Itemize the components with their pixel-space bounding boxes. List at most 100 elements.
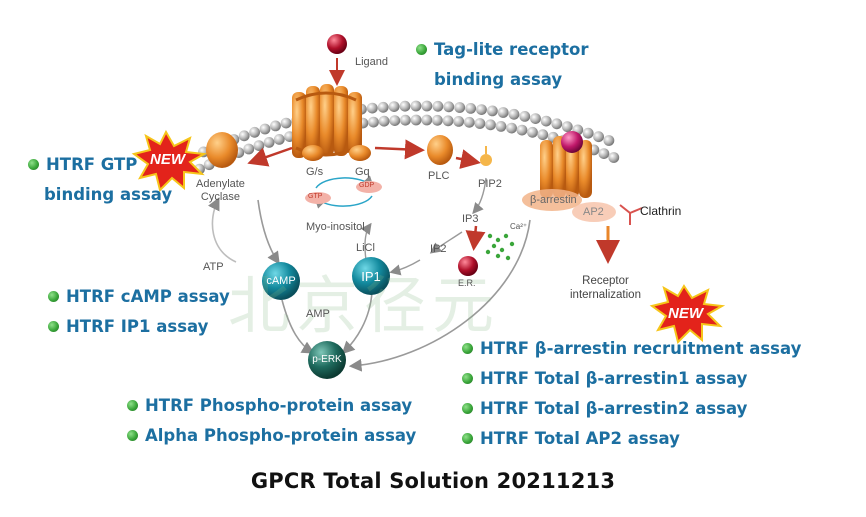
lipid-bead	[454, 102, 466, 113]
assay-gtp-binding-text-1: HTRF GTP	[46, 155, 138, 174]
bullet-icon	[127, 430, 138, 441]
er-label: E.R.	[458, 278, 476, 288]
clathrin-label: Clathrin	[640, 204, 682, 218]
new-badge-right-label: NEW	[668, 305, 703, 322]
camp-label: cAMP	[266, 275, 296, 287]
watermark: 北京径元	[228, 269, 501, 342]
new-badge-right	[649, 284, 726, 344]
lipid-bead	[270, 120, 281, 132]
b-arrestin-shape	[522, 189, 582, 211]
assay-total-b-arrestin2: HTRF Total β-arrestin2 assay	[462, 399, 747, 418]
lipid-bead	[530, 113, 541, 124]
lipid-bead	[608, 152, 620, 163]
er-icon	[458, 256, 478, 276]
lipid-bead	[366, 102, 378, 114]
lipid-bead	[476, 104, 487, 115]
lipid-bead	[537, 129, 549, 141]
lipid-bead	[598, 148, 610, 160]
lipid-bead	[263, 137, 275, 148]
bound-ligand	[561, 131, 583, 153]
bullet-icon	[416, 44, 427, 55]
lipid-bead	[582, 127, 594, 139]
lipid-bead	[432, 100, 444, 112]
lipid-bead	[453, 116, 465, 127]
pip2-icon	[480, 154, 492, 166]
bullet-icon	[462, 433, 473, 444]
lipid-bead	[432, 114, 443, 126]
adenylate-cyclase-label: Adenylate Cyclase	[196, 178, 245, 203]
lipid-bead	[368, 116, 379, 128]
assay-gtp-binding-line2: binding assay	[44, 185, 172, 204]
assay-phospho-htrf: HTRF Phospho-protein assay	[127, 396, 412, 415]
plc-label: PLC	[428, 170, 450, 182]
lipid-bead	[377, 101, 389, 113]
pip2-label: PIP2	[478, 178, 502, 190]
adenylate-cyclase-shape	[206, 132, 238, 168]
assay-total-ap2: HTRF Total AP2 assay	[462, 429, 680, 448]
new-badge-left	[131, 129, 208, 192]
lipid-bead	[259, 123, 271, 135]
gpcr-receptor	[292, 84, 362, 158]
lipid-bead	[506, 122, 517, 134]
lipid-bead	[442, 115, 454, 127]
lipid-bead	[551, 118, 563, 130]
gq-label: Gq	[355, 166, 370, 178]
lipid-bead	[465, 103, 477, 114]
assay-gtp-binding-text-2: binding assay	[44, 185, 173, 204]
assay-total-ap2-text: HTRF Total AP2 assay	[480, 429, 680, 448]
lipid-bead	[593, 131, 604, 143]
assay-gtp-binding: HTRF GTP	[28, 155, 137, 174]
myo-inositol-label: Myo-inositol	[306, 221, 365, 233]
assay-b-arrestin-recruitment-text: HTRF β-arrestin recruitment assay	[480, 339, 802, 358]
ip1-node	[352, 257, 390, 295]
footer-title: GPCR Total Solution 20211213	[250, 469, 616, 493]
assay-tag-lite-text: Tag-lite receptor binding assay	[434, 40, 589, 89]
lipid-bead	[561, 121, 573, 133]
lipid-bead	[249, 126, 260, 138]
lipid-bead	[389, 115, 401, 126]
assay-total-b-arrestin2-text: HTRF Total β-arrestin2 assay	[480, 399, 748, 418]
gdp-shape	[356, 181, 382, 193]
calcium-dots	[485, 233, 515, 261]
gs-protein-shape	[302, 145, 324, 161]
bullet-icon	[462, 343, 473, 354]
assay-total-b-arrestin1-text: HTRF Total β-arrestin1 assay	[480, 369, 748, 388]
lipid-bead	[388, 101, 400, 112]
plc-shape	[427, 135, 453, 165]
clathrin-icon	[619, 204, 643, 225]
lipid-bead	[508, 108, 520, 120]
assay-phospho-alpha: Alpha Phospho-protein assay	[127, 426, 416, 445]
ip2-label: IP2	[430, 243, 447, 255]
assay-camp: HTRF cAMP assay	[48, 287, 230, 306]
lipid-bead	[527, 126, 538, 138]
lipid-bead	[243, 143, 255, 155]
new-badge-left-label: NEW	[150, 151, 185, 168]
bullet-icon	[127, 400, 138, 411]
lipid-bead	[421, 114, 433, 126]
lipid-bead	[603, 135, 615, 146]
lipid-bead	[253, 140, 265, 152]
assay-phospho-alpha-text: Alpha Phospho-protein assay	[145, 426, 417, 445]
bullet-icon	[462, 403, 473, 414]
b-arrestin-label: β-arrestin	[530, 194, 577, 206]
lipid-bead	[540, 115, 552, 127]
lipid-bead	[400, 114, 411, 126]
assay-phospho-htrf-text: HTRF Phospho-protein assay	[145, 396, 413, 415]
lipid-bead	[495, 121, 507, 132]
lipid-bead	[519, 111, 531, 122]
lipid-bead	[487, 105, 498, 117]
perk-node	[308, 341, 346, 379]
bullet-icon	[462, 373, 473, 384]
calcium-label: Ca²⁺	[510, 222, 528, 231]
lipid-bead	[238, 130, 250, 142]
bullet-icon	[48, 291, 59, 302]
bullet-icon	[48, 321, 59, 332]
lipid-bead	[463, 116, 475, 128]
assay-tag-lite: Tag-lite receptor binding assay	[416, 38, 589, 95]
lipid-bead	[410, 114, 422, 126]
assay-camp-text: HTRF cAMP assay	[66, 287, 230, 306]
receptor-internalization-label: Receptor internalization	[570, 275, 641, 301]
gdp-label: GDP	[359, 182, 375, 189]
